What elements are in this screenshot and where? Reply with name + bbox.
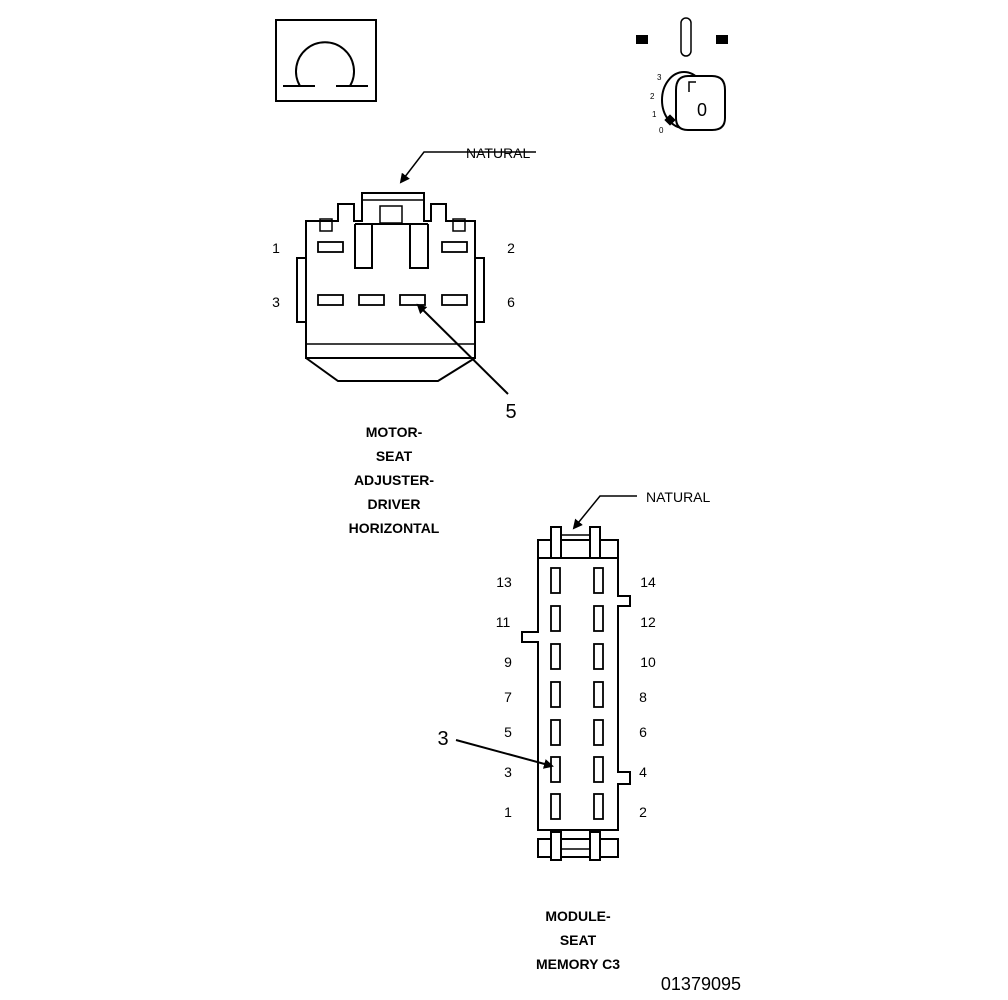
caption-line: ADJUSTER-	[354, 472, 434, 488]
pin-labels-right: 14 12 10 8 6 4 2	[639, 574, 656, 820]
connector-caption: MODULE- SEAT MEMORY C3	[536, 908, 620, 972]
caption-line: SEAT	[560, 932, 597, 948]
caption-line: MOTOR-	[366, 424, 423, 440]
module-seat-memory-connector	[455, 495, 637, 861]
key-position-label: 1	[652, 110, 657, 119]
pin-label: 6	[507, 294, 515, 310]
pin-label: 6	[639, 724, 647, 740]
pin-label: 2	[507, 240, 515, 256]
color-note: NATURAL	[466, 145, 531, 161]
omega-symbol-icon	[275, 19, 377, 102]
pin-label: 12	[640, 614, 656, 630]
caption-line: DRIVER	[368, 496, 421, 512]
pin-label: 7	[504, 689, 512, 705]
document-number: 01379095	[661, 974, 741, 994]
pin-labels-left: 13 11 9 7 5 3 1	[496, 574, 512, 820]
key-label: 0	[697, 100, 707, 120]
pin-label: 10	[640, 654, 656, 670]
callout-number: 3	[437, 728, 448, 750]
pin-label: 5	[504, 724, 512, 740]
caption-line: MEMORY C3	[536, 956, 620, 972]
key-position-label: 3	[657, 73, 662, 82]
pin-label: 9	[504, 654, 512, 670]
caption-line: HORIZONTAL	[349, 520, 440, 536]
key-position-label: 0	[659, 126, 664, 135]
cavity-column-right	[593, 567, 604, 820]
motor-seat-connector	[296, 151, 536, 395]
color-note: NATURAL	[646, 489, 711, 505]
pin-label: 1	[504, 804, 512, 820]
pin-label: 4	[639, 764, 647, 780]
pin-label: 8	[639, 689, 647, 705]
pin-label: 3	[504, 764, 512, 780]
pin-label: 14	[640, 574, 656, 590]
caption-line: MODULE-	[545, 908, 611, 924]
pin-label: 1	[272, 240, 280, 256]
key-position-label: 2	[650, 92, 655, 101]
pin-label: 3	[272, 294, 280, 310]
pin-label: 2	[639, 804, 647, 820]
connector-caption: MOTOR- SEAT ADJUSTER- DRIVER HORIZONTAL	[349, 424, 440, 536]
cavity-column-left	[550, 567, 561, 820]
pin-label: 13	[496, 574, 512, 590]
callout-number: 5	[505, 401, 516, 423]
pin-label: 11	[496, 614, 511, 630]
ignition-key-icon: 0 3 2 1 0	[636, 17, 728, 135]
caption-line: SEAT	[376, 448, 413, 464]
